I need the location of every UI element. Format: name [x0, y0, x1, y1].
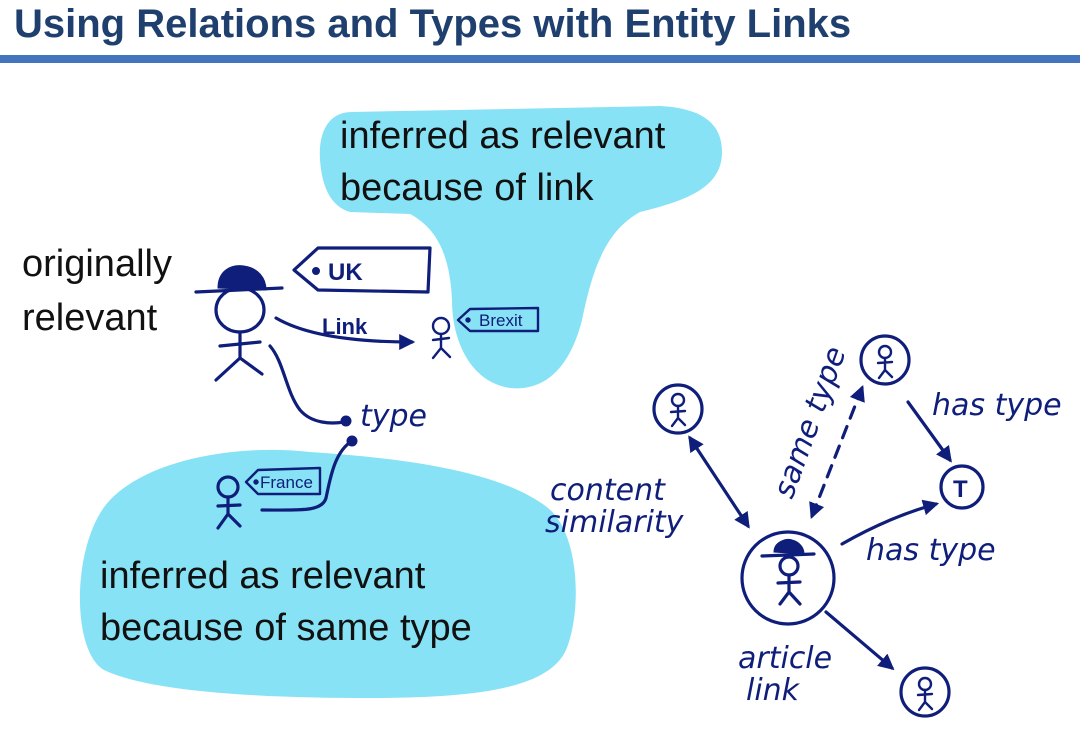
france-tag: France — [244, 466, 322, 496]
link-arrow-label: Link — [322, 314, 368, 339]
link-bubble-line1: inferred as relevant — [340, 115, 666, 157]
same-type-edge — [809, 385, 865, 519]
title-rule — [0, 55, 1080, 63]
type-dot — [340, 415, 352, 427]
original-entity-person-icon — [194, 265, 284, 382]
type-to-france-line — [260, 439, 354, 512]
content-similarity-edge — [688, 435, 750, 529]
type-connector — [268, 344, 346, 425]
type-inference-bubble — [79, 449, 576, 698]
content-similarity-label-line2: similarity — [545, 505, 685, 540]
brexit-tag: Brexit — [456, 306, 540, 333]
slide-title: Using Relations and Types with Entity Li… — [14, 2, 852, 46]
type-bubble-line2: because of same type — [100, 607, 472, 649]
same-type-label: same type — [767, 342, 854, 503]
article-link-label-line1: article — [738, 641, 832, 676]
type-node: T — [939, 464, 985, 510]
uk-tag-label: UK — [328, 259, 363, 286]
original-label-line2: relevant — [22, 297, 158, 339]
content-similarity-label-line1: content — [550, 473, 666, 508]
brexit-entity-person-icon — [431, 316, 452, 360]
type-label: type — [360, 399, 427, 434]
original-label-line1: originally — [22, 243, 172, 285]
type-node-label: T — [953, 476, 968, 503]
article-link-edge — [824, 610, 895, 671]
link-inference-bubble — [319, 106, 722, 389]
type-bubble-line1: inferred as relevant — [100, 555, 426, 597]
similar-entity-node — [652, 383, 704, 435]
link-bubble-line2: because of link — [340, 167, 594, 209]
france-tag-label: France — [260, 473, 313, 492]
article-link-label-line2: link — [746, 673, 801, 708]
brexit-tag-label: Brexit — [479, 311, 523, 330]
has-type-top-label: has type — [932, 388, 1062, 423]
central-entity-node — [740, 530, 836, 626]
link-arrow — [274, 316, 416, 350]
article-linked-entity-node — [899, 666, 951, 718]
same-type-entity-node — [859, 334, 911, 386]
france-entity-person-icon — [216, 475, 242, 530]
has-type-edge-top — [906, 400, 952, 463]
has-type-edge-bottom — [840, 499, 940, 546]
uk-tag: UK — [292, 246, 432, 294]
has-type-bottom-label: has type — [866, 533, 996, 568]
